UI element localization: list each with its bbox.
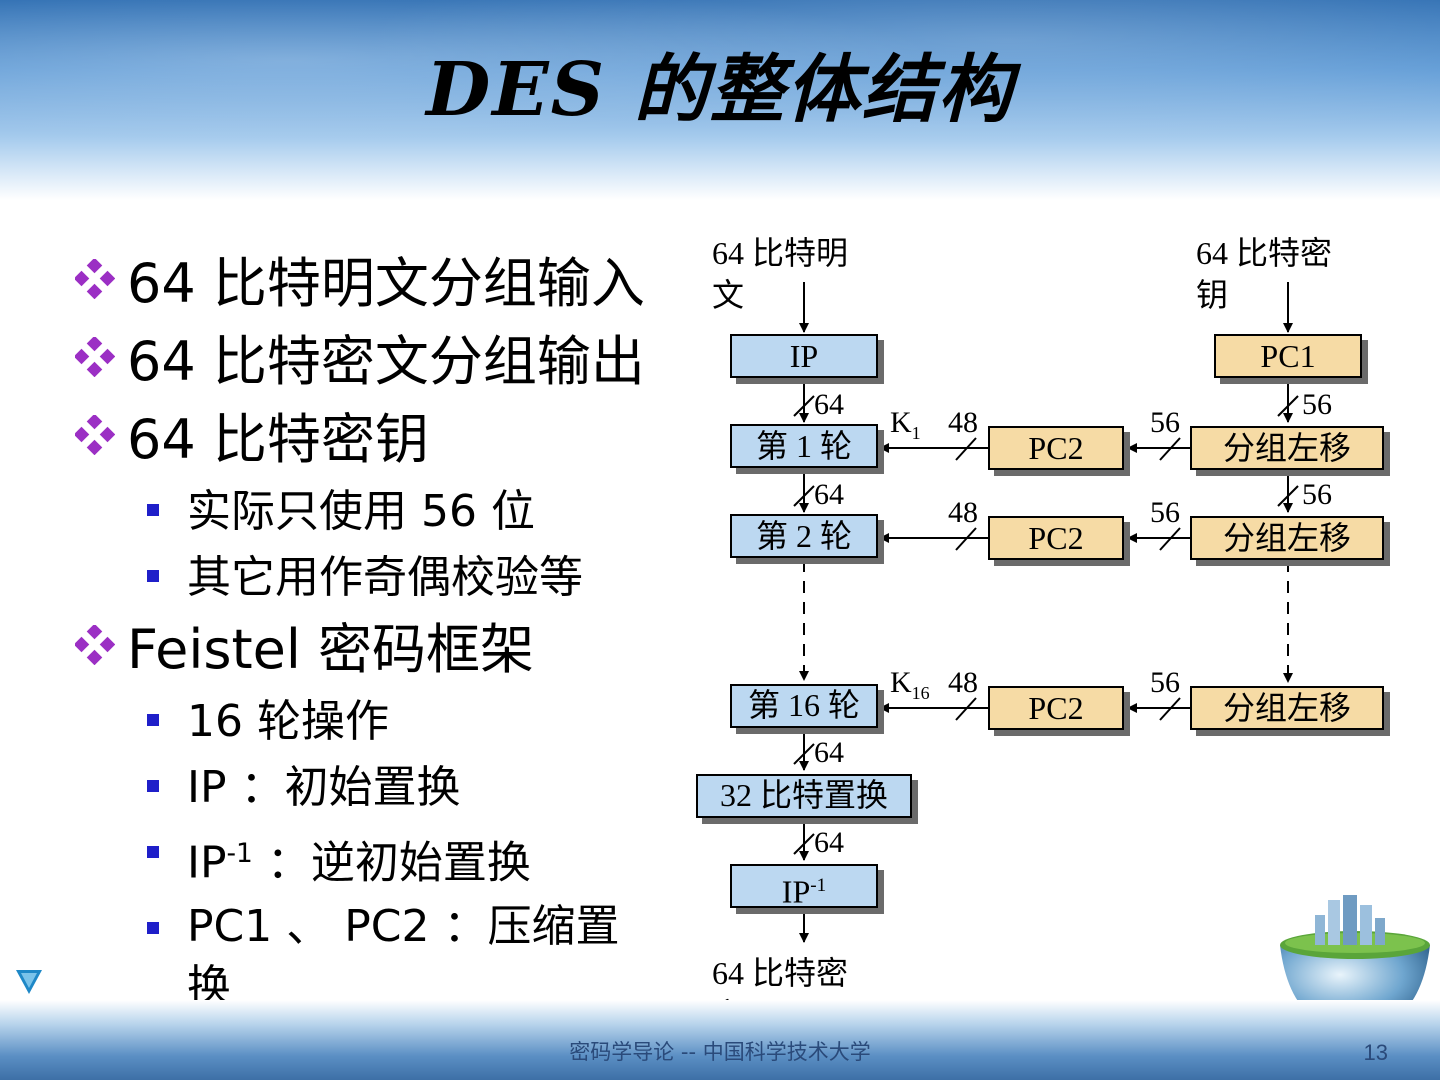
round-16-box: 第 16 轮 — [730, 684, 878, 728]
bullet-text: IP ：初始置换 — [187, 762, 461, 813]
slide-title: DES 的整体结构 — [426, 47, 1014, 133]
diamond-bullet-icon — [75, 337, 115, 377]
round-2-box: 第 2 轮 — [730, 514, 878, 558]
bit-width-label: 48 — [948, 496, 978, 529]
subkey-letter: K — [890, 406, 912, 439]
bullet-item: Feistel 密码框架 — [75, 611, 675, 689]
sub-bullet-item: IP-1 ：逆初始置换 — [75, 821, 675, 897]
bullet-item: 64 比特明文分组输入 — [75, 245, 675, 323]
bullet-text: 64 比特明文分组输入 — [127, 252, 645, 315]
subkey-k16-label: K16 — [890, 666, 930, 704]
des-structure-diagram: 64 比特明文 64 比特密钥 64 比特密文 IP 第 1 轮 第 2 轮 第… — [690, 220, 1410, 1050]
sub-bullet-item: IP ：初始置换 — [75, 755, 675, 821]
round-1-box: 第 1 轮 — [730, 424, 878, 468]
left-shift-box-2: 分组左移 — [1190, 516, 1384, 560]
bit-width-label: 48 — [948, 406, 978, 439]
plaintext-input-label: 64 比特明文 — [712, 235, 849, 313]
diamond-bullet-icon — [75, 415, 115, 455]
page-number: 13 — [1363, 1040, 1388, 1065]
left-shift-box-16: 分组左移 — [1190, 686, 1384, 730]
bullet-text-line: PC1 、 PC2 ：压缩置 — [187, 900, 620, 952]
sub-bullet-item: PC1 、 PC2 ：压缩置 换 — [75, 897, 675, 1017]
bullet-text: 64 比特密文分组输出 — [127, 330, 645, 393]
square-bullet-icon — [147, 570, 159, 582]
bit-width-label: 64 — [814, 826, 844, 859]
ip-inverse-sup: -1 — [810, 875, 827, 896]
square-bullet-icon — [147, 714, 159, 726]
down-triangle-icon[interactable] — [16, 970, 42, 994]
bullet-text: 实际只使用 56 位 — [187, 486, 535, 537]
bullet-superscript: -1 — [226, 838, 253, 869]
bullet-item: 64 比特密钥 — [75, 401, 675, 479]
bullet-item: 64 比特密文分组输出 — [75, 323, 675, 401]
bullet-text-rest: ：逆初始置换 — [252, 837, 531, 889]
bit-width-label: 56 — [1302, 388, 1332, 421]
bullet-text: Feistel 密码框架 — [127, 618, 535, 681]
pc2-box-round1: PC2 — [988, 426, 1124, 470]
ip-box: IP — [730, 334, 878, 378]
bit-width-label: 64 — [814, 388, 844, 421]
sub-bullet-item: 其它用作奇偶校验等 — [75, 545, 675, 611]
ip-inverse-main: IP — [781, 873, 811, 910]
footer-text: 密码学导论 -- 中国科学技术大学 — [569, 1040, 871, 1064]
swap-32-box: 32 比特置换 — [696, 774, 912, 818]
diamond-bullet-icon — [75, 625, 115, 665]
bullet-text-main: IP — [187, 837, 227, 889]
sub-bullet-item: 实际只使用 56 位 — [75, 479, 675, 545]
left-shift-box-1: 分组左移 — [1190, 426, 1384, 470]
subkey-index: 1 — [911, 423, 921, 443]
footer-background — [0, 1000, 1440, 1080]
bit-width-label: 48 — [948, 666, 978, 699]
diamond-bullet-icon — [75, 259, 115, 299]
sub-bullet-item: 16 轮操作 — [75, 689, 675, 755]
bullet-list: 64 比特明文分组输入 64 比特密文分组输出 64 比特密钥 实际只使用 56… — [75, 245, 675, 1017]
bit-width-label: 56 — [1150, 496, 1180, 529]
ip-inverse-box: IP-1 — [730, 864, 878, 910]
bit-width-label: 56 — [1150, 666, 1180, 699]
pc2-box-round16: PC2 — [988, 686, 1124, 730]
diagram-connectors — [793, 282, 1299, 943]
subkey-index: 16 — [911, 683, 930, 703]
header-background — [0, 0, 1440, 200]
square-bullet-icon — [147, 504, 159, 516]
square-bullet-icon — [147, 921, 159, 934]
square-bullet-icon — [147, 846, 159, 858]
subkey-k1-label: K1 — [890, 406, 921, 444]
bit-width-label: 64 — [814, 478, 844, 511]
bit-width-label: 64 — [814, 736, 844, 769]
key-input-label: 64 比特密钥 — [1196, 235, 1333, 313]
subkey-letter: K — [890, 666, 912, 699]
pc1-box: PC1 — [1214, 334, 1362, 378]
pc2-box-round2: PC2 — [988, 516, 1124, 560]
bullet-text: 16 轮操作 — [187, 696, 389, 747]
bit-width-label: 56 — [1150, 406, 1180, 439]
bit-width-label: 56 — [1302, 478, 1332, 511]
bullet-text: 其它用作奇偶校验等 — [187, 552, 583, 603]
square-bullet-icon — [147, 780, 159, 792]
bullet-text: 64 比特密钥 — [127, 408, 429, 471]
